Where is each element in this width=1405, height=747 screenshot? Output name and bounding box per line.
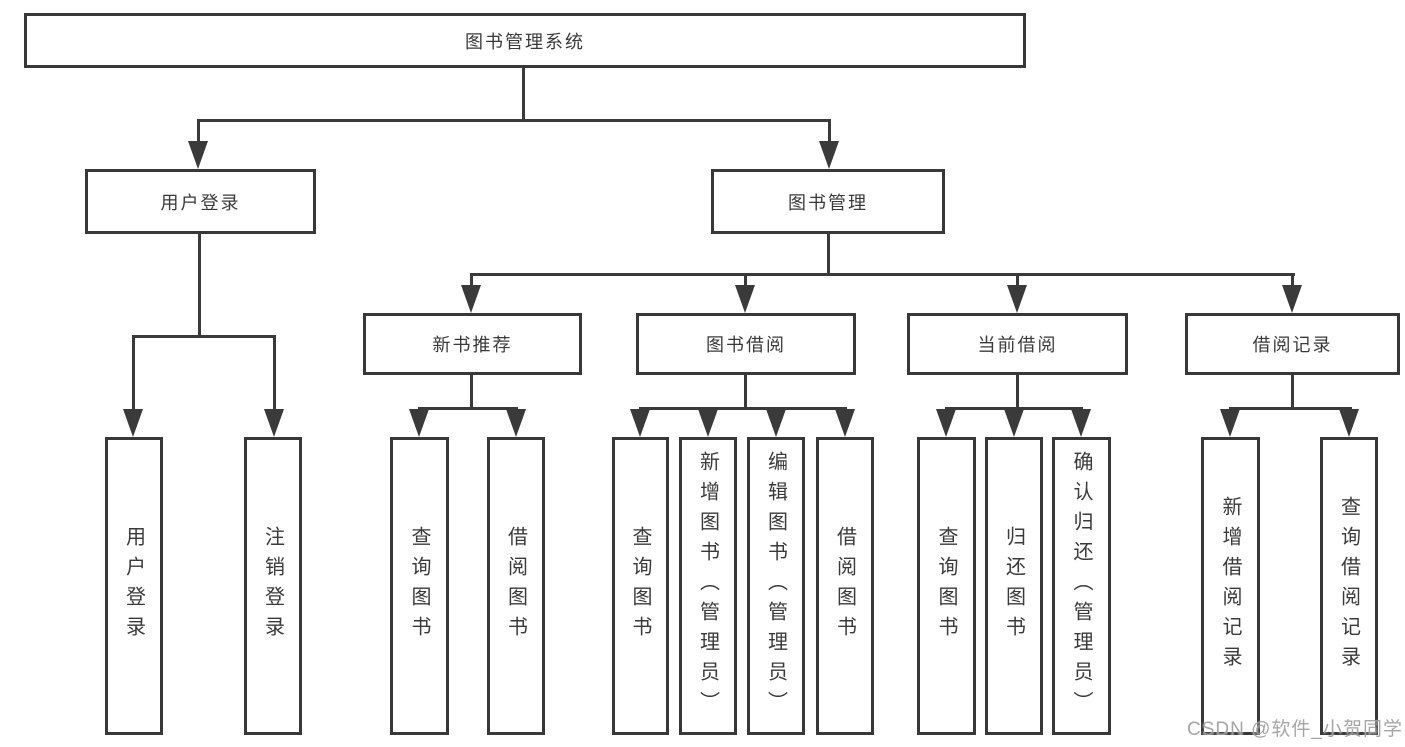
connector-line	[198, 234, 201, 338]
arrowhead-down-icon	[735, 285, 755, 313]
connector-line	[132, 335, 276, 338]
arrowhead-down-icon	[409, 409, 429, 437]
connector-line	[470, 375, 473, 410]
leaf-user-login: 用户登录	[105, 437, 163, 735]
connector-line	[1016, 273, 1019, 287]
arrowhead-down-icon	[188, 141, 208, 169]
leaf-query-books: 查询图书	[390, 437, 449, 735]
arrowhead-down-icon	[1339, 409, 1359, 437]
leaf-edit-books-admin: 编辑图书（管理员）	[747, 437, 805, 735]
node-library-management-system: 图书管理系统	[24, 13, 1026, 68]
node-book-borrowing: 图书借阅	[636, 313, 856, 375]
connector-line	[945, 407, 1083, 410]
leaf-return-books: 归还图书	[985, 437, 1043, 735]
arrowhead-down-icon	[1071, 409, 1091, 437]
arrowhead-down-icon	[1007, 285, 1027, 313]
connector-line	[1291, 375, 1294, 410]
node-borrowing-records: 借阅记录	[1185, 313, 1400, 375]
arrowhead-down-icon	[936, 409, 956, 437]
arrowhead-down-icon	[506, 409, 526, 437]
leaf-add-books-admin: 新增图书（管理员）	[679, 437, 737, 735]
arrowhead-down-icon	[630, 409, 650, 437]
leaf-add-borrow-record: 新增借阅记录	[1201, 437, 1260, 735]
connector-line	[197, 119, 831, 122]
connector-line	[132, 335, 135, 411]
connector-line	[470, 273, 1295, 276]
connector-line	[1016, 375, 1019, 410]
node-new-book-recommend: 新书推荐	[363, 313, 582, 375]
connector-line	[828, 119, 831, 145]
arrowhead-down-icon	[264, 409, 284, 437]
leaf-borrow-books: 借阅图书	[816, 437, 874, 735]
arrowhead-down-icon	[461, 285, 481, 313]
connector-line	[744, 375, 747, 410]
leaf-borrow-books: 借阅图书	[487, 437, 545, 735]
connector-line	[418, 407, 518, 410]
connector-line	[1229, 407, 1352, 410]
arrowhead-down-icon	[698, 409, 718, 437]
connector-line	[197, 119, 200, 145]
arrowhead-down-icon	[766, 409, 786, 437]
connector-line	[639, 407, 847, 410]
arrowhead-down-icon	[819, 141, 839, 169]
leaf-query-borrow-record: 查询借阅记录	[1320, 437, 1378, 735]
leaf-logout: 注销登录	[244, 437, 302, 735]
node-user-login: 用户登录	[85, 169, 316, 234]
connector-line	[1291, 273, 1294, 287]
node-book-management: 图书管理	[711, 169, 945, 234]
arrowhead-down-icon	[1220, 409, 1240, 437]
csdn-watermark: CSDN @软件_小贺同学	[1187, 719, 1403, 740]
arrowhead-down-icon	[1004, 409, 1024, 437]
connector-line	[827, 234, 830, 276]
connector-line	[744, 273, 747, 287]
connector-line	[522, 68, 525, 122]
leaf-confirm-return-admin: 确认归还（管理员）	[1052, 437, 1111, 735]
arrowhead-down-icon	[123, 409, 143, 437]
leaf-query-books: 查询图书	[612, 437, 669, 735]
connector-line	[273, 335, 276, 411]
node-current-borrowing: 当前借阅	[907, 313, 1128, 375]
connector-line	[470, 273, 473, 287]
arrowhead-down-icon	[835, 409, 855, 437]
leaf-query-books: 查询图书	[917, 437, 976, 735]
arrowhead-down-icon	[1282, 285, 1302, 313]
